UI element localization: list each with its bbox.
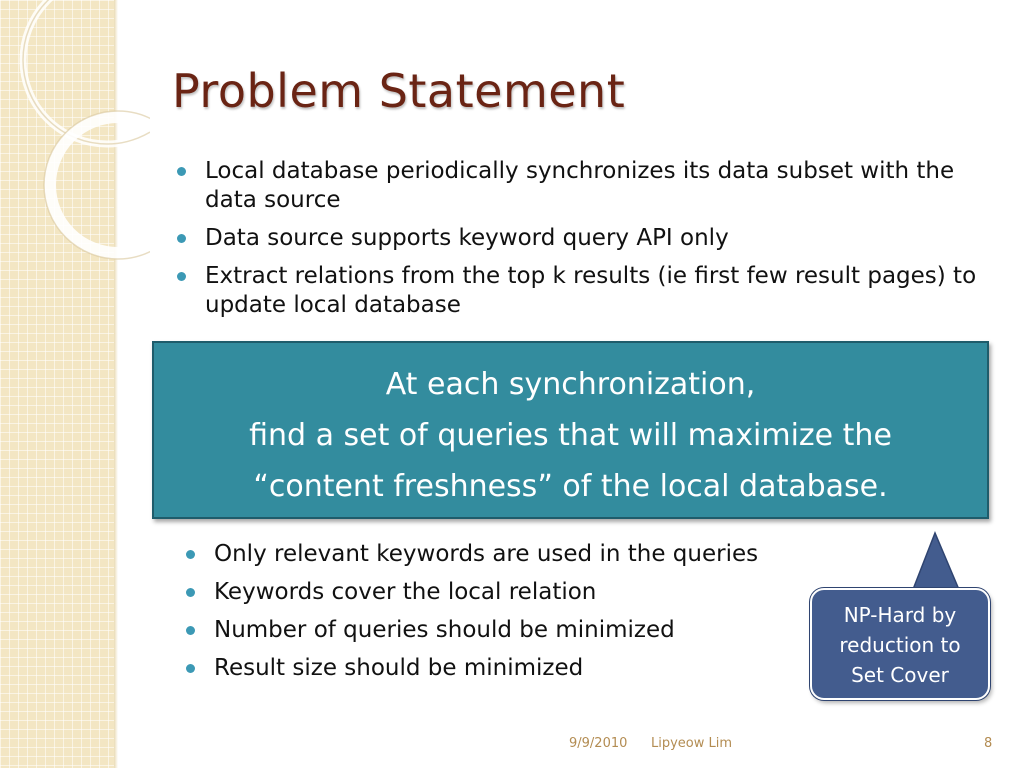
- list-item: Number of queries should be minimized: [182, 616, 822, 645]
- decorative-circles-icon: [19, 0, 150, 260]
- footer-author: Lipyeow Lim: [651, 736, 733, 751]
- callout-line: reduction to: [839, 633, 961, 657]
- highlight-line: “content freshness” of the local databas…: [253, 469, 888, 504]
- bullet-text: Number of queries should be minimized: [214, 617, 675, 643]
- list-item: Local database periodically synchronizes…: [173, 157, 993, 215]
- callout-bubble: NP-Hard by reduction to Set Cover: [810, 588, 990, 700]
- callout-line: NP-Hard by: [843, 603, 957, 627]
- callout-line: Set Cover: [851, 663, 949, 687]
- list-item: Keywords cover the local relation: [182, 578, 822, 607]
- top-bullet-list: Local database periodically synchronizes…: [173, 157, 993, 329]
- side-panel-edge: [114, 0, 118, 768]
- bullet-dot-icon: [186, 588, 195, 597]
- bullet-dot-icon: [186, 550, 195, 559]
- list-item: Data source supports keyword query API o…: [173, 224, 993, 253]
- list-item: Extract relations from the top k results…: [173, 262, 993, 320]
- bottom-bullet-list: Only relevant keywords are used in the q…: [182, 540, 822, 692]
- list-item: Result size should be minimized: [182, 654, 822, 683]
- bullet-dot-icon: [177, 234, 186, 243]
- slide-title: Problem Statement: [172, 64, 626, 118]
- bullet-text: Only relevant keywords are used in the q…: [214, 541, 759, 567]
- highlight-line: find a set of queries that will maximize…: [249, 418, 892, 453]
- footer-page-number: 8: [984, 736, 993, 751]
- bullet-text: Data source supports keyword query API o…: [205, 225, 729, 251]
- bullet-dot-icon: [177, 272, 186, 281]
- highlight-box: At each synchronization, find a set of q…: [152, 341, 989, 519]
- bullet-text: Local database periodically synchronizes…: [205, 158, 955, 213]
- highlight-line: At each synchronization,: [385, 367, 756, 402]
- bullet-text: Keywords cover the local relation: [214, 579, 597, 605]
- footer-date: 9/9/2010: [569, 736, 628, 751]
- list-item: Only relevant keywords are used in the q…: [182, 540, 822, 569]
- bullet-dot-icon: [186, 664, 195, 673]
- bullet-text: Result size should be minimized: [214, 655, 584, 681]
- bullet-dot-icon: [177, 167, 186, 176]
- bullet-text: Extract relations from the top k results…: [205, 263, 977, 318]
- bullet-dot-icon: [186, 626, 195, 635]
